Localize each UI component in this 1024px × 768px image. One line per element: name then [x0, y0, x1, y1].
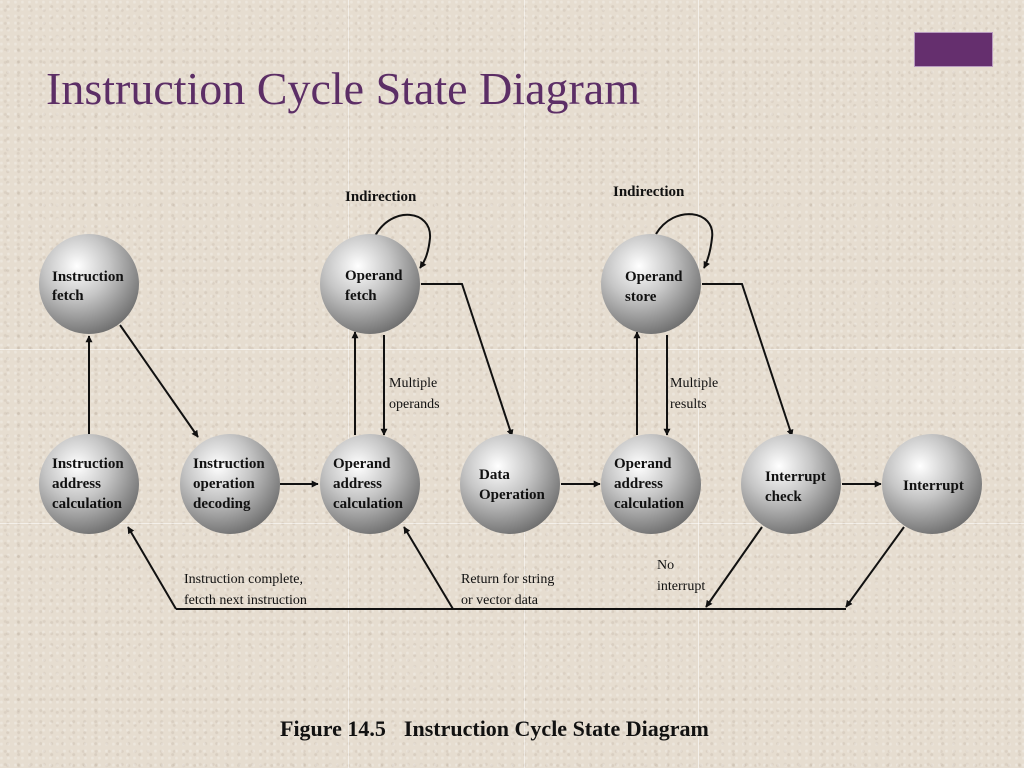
- label-multiple-operands: operands: [389, 397, 440, 412]
- label-no-interrupt: interrupt: [657, 579, 705, 594]
- label-return-for-string: Return for string: [461, 572, 554, 587]
- node-label: calculation: [614, 496, 685, 512]
- state-node-operand-address-calculation: Operand address calculation: [320, 434, 420, 534]
- node-label: Instruction: [52, 269, 124, 285]
- edge-bottom-to-iac: [127, 526, 177, 610]
- state-node-operand-address-calculation: Operand address calculation: [601, 434, 701, 534]
- label-indirection: Indirection: [613, 184, 685, 200]
- state-node-operand-fetch: Operand fetch: [320, 234, 420, 334]
- edge-if-to-iod: [119, 324, 199, 438]
- grid-line: [698, 0, 699, 768]
- node-label: address: [52, 476, 101, 492]
- accent-block: [914, 32, 993, 67]
- node-label: fetch: [52, 288, 84, 304]
- edge-int-to-bottom: [845, 526, 905, 608]
- label-return-for-string: or vector data: [461, 593, 539, 608]
- node-label: Interrupt: [903, 478, 964, 494]
- label-no-interrupt: No: [657, 558, 674, 573]
- state-node-interrupt-check: Interrupt check: [741, 434, 841, 534]
- grid-line: [524, 0, 525, 768]
- node-label: Operand: [345, 268, 403, 284]
- node-label: decoding: [193, 496, 251, 512]
- label-multiple-results: results: [670, 397, 707, 412]
- node-label: Instruction: [52, 456, 124, 472]
- node-label: Operand: [614, 456, 672, 472]
- node-label: fetch: [345, 288, 377, 304]
- edges: [85, 213, 905, 610]
- state-node-instruction-address-calculation: Instruction address calculation: [39, 434, 139, 534]
- node-label: Operand: [333, 456, 391, 472]
- node-label: Operation: [479, 487, 545, 503]
- node-label: calculation: [52, 496, 123, 512]
- grid-line: [348, 0, 349, 768]
- node-label: check: [765, 489, 802, 505]
- state-node-operand-store: Operand store: [601, 234, 701, 334]
- figure-caption: Figure 14.5 Instruction Cycle State Diagr…: [280, 716, 709, 742]
- state-node-instruction-operation-decoding: Instruction operation decoding: [180, 434, 280, 534]
- node-label: Interrupt: [765, 469, 826, 485]
- node-label: Operand: [625, 269, 683, 285]
- edge-os-indirection-loop: [655, 213, 714, 269]
- node-label: store: [625, 289, 657, 305]
- node-label: operation: [193, 476, 255, 492]
- grid-line: [0, 349, 1024, 350]
- state-node-data-operation: Data Operation: [460, 434, 560, 534]
- label-indirection: Indirection: [345, 189, 417, 205]
- label-multiple-operands: Multiple: [389, 376, 437, 391]
- node-label: calculation: [333, 496, 404, 512]
- edge-of-to-dataop: [421, 283, 514, 437]
- figure-title: Instruction Cycle State Diagram: [403, 716, 709, 741]
- node-label: Data: [479, 467, 510, 483]
- label-instruction-complete: Instruction complete,: [184, 572, 303, 587]
- slide-title: Instruction Cycle State Diagram: [46, 63, 641, 114]
- figure-number: Figure 14.5: [280, 716, 386, 741]
- state-node-interrupt: Interrupt: [882, 434, 982, 534]
- label-multiple-results: Multiple: [670, 376, 718, 391]
- edge-of-indirection-loop: [374, 213, 432, 269]
- edge-os-to-ic: [702, 283, 794, 437]
- node-label: address: [614, 476, 663, 492]
- edge-bottom-to-oac1: [403, 526, 454, 610]
- edge-ic-to-bottom: [705, 526, 763, 608]
- node-label: address: [333, 476, 382, 492]
- state-node-instruction-fetch: Instruction fetch: [39, 234, 139, 334]
- label-instruction-complete: fetcth next instruction: [184, 593, 307, 608]
- node-label: Instruction: [193, 456, 265, 472]
